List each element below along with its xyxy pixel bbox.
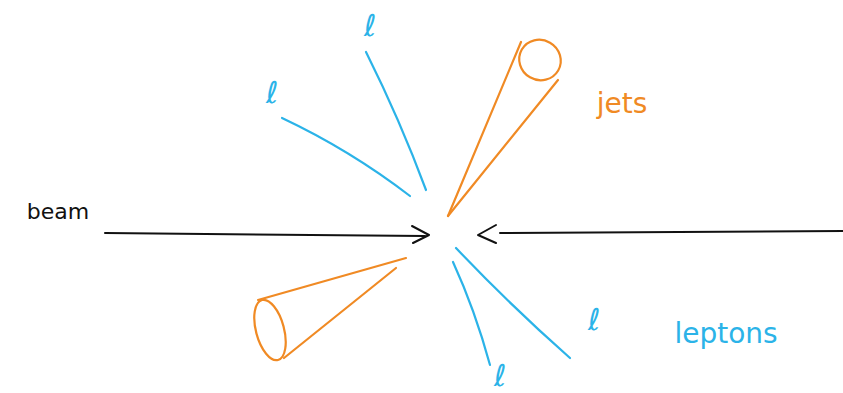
- lepton-track: [366, 52, 426, 190]
- jet-cone-end: [512, 32, 568, 88]
- lepton-label: ℓ: [588, 305, 600, 335]
- jets-label: jets: [597, 90, 648, 118]
- jet-cone: [448, 42, 521, 216]
- beam-line: [500, 231, 843, 233]
- jet-cone-end: [248, 296, 291, 363]
- jet-cone: [448, 80, 558, 216]
- beam-line: [105, 233, 425, 236]
- lepton-label: ℓ: [364, 11, 376, 41]
- beam-arrowhead: [478, 225, 496, 243]
- leptons-label: leptons: [674, 320, 777, 348]
- lepton-track: [456, 248, 570, 358]
- lepton-track: [453, 262, 490, 365]
- beam-arrowhead: [412, 226, 429, 243]
- jet-cone: [284, 268, 396, 358]
- beam-label: beam: [27, 201, 89, 223]
- lepton-track: [282, 118, 410, 196]
- lepton-label: ℓ: [494, 361, 506, 391]
- lepton-label: ℓ: [266, 78, 278, 108]
